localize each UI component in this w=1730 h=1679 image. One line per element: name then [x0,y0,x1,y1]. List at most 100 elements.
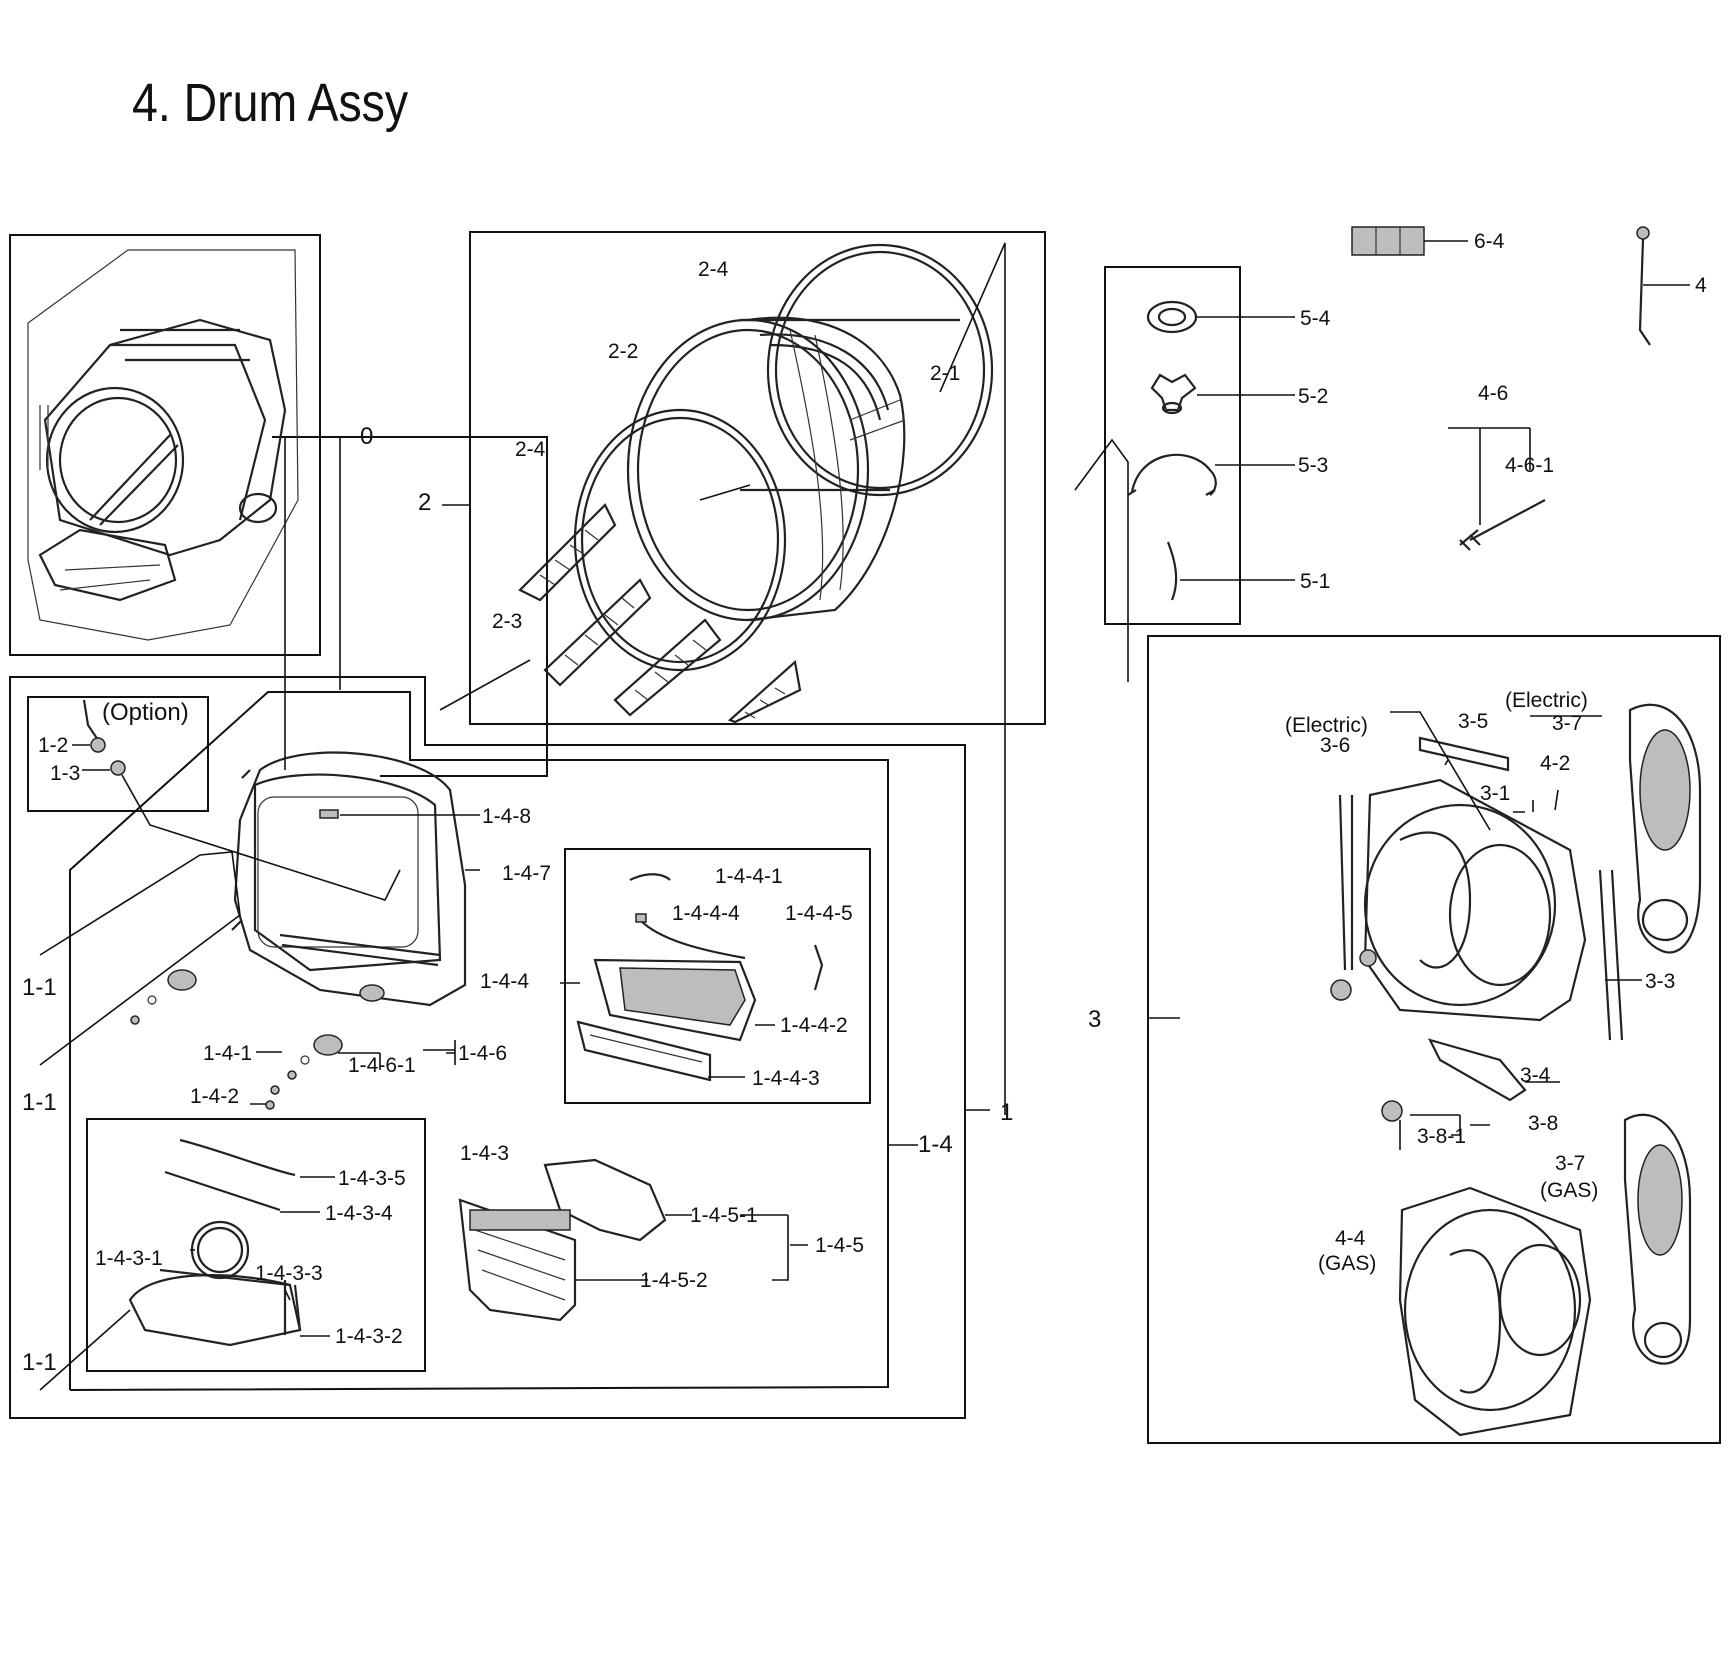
callout-3-1: 3-1 [1480,782,1510,805]
callout-2-4-b: 2-4 [515,438,546,461]
callout-1-4-8: 1-4-8 [482,805,531,828]
callout-1-4-3-2: 1-4-3-2 [335,1325,403,1348]
callout-5-3: 5-3 [1298,454,1328,477]
electric-label-a: (Electric) [1285,714,1368,737]
callout-1-4-5-2: 1-4-5-2 [640,1269,708,1292]
grille-1-4-4-3 [576,1020,712,1082]
callout-1-4-4-2: 1-4-4-2 [780,1014,848,1037]
callout-3-3: 3-3 [1645,970,1675,993]
callout-1-4-1: 1-4-1 [203,1042,252,1065]
callout-0: 0 [360,423,373,450]
callout-1-4-4-1: 1-4-4-1 [715,865,783,888]
callout-1-3: 1-3 [50,762,80,785]
leader-lines [284,437,990,1146]
frame-front-panel [69,691,889,1391]
callout-5-4: 5-4 [1300,307,1331,330]
frame-rear-assembly [1147,635,1721,1444]
ring-1-4-3-1 [190,1220,250,1280]
callout-2-1: 2-1 [930,362,960,385]
frame-drum [469,231,1046,725]
callout-3-7-b: 3-7 [1555,1152,1585,1175]
callout-2-4-a: 2-4 [698,258,729,281]
gas-label-a: (GAS) [1540,1179,1598,1202]
assembly-frames [9,231,1721,1444]
callout-4-4: 4-4 [1335,1227,1366,1250]
callout-2-3: 2-3 [492,610,522,633]
callout-4-2: 4-2 [1540,752,1570,775]
callout-3-5: 3-5 [1458,710,1488,733]
callout-4-6-1: 4-6-1 [1505,454,1554,477]
part-6-4 [1351,226,1425,256]
page-title: 4. Drum Assy [132,73,409,133]
callout-3-6: 3-6 [1320,734,1350,757]
callout-1-4-4-4: 1-4-4-4 [672,902,740,925]
callout-1: 1 [1000,1099,1013,1126]
lint-filter-parts [458,1158,808,1322]
strip-3-5 [1418,736,1510,772]
part-4 [1636,226,1650,240]
heater-duct-3-7 [1628,703,1702,954]
option-label: (Option) [102,699,189,726]
callout-1-1-c: 1-1 [22,1349,57,1376]
hose-kit-parts [1074,300,1295,682]
gas-label-b: (GAS) [1318,1252,1376,1275]
callout-2: 2 [418,489,431,516]
part-1-4-4-1 [629,873,671,881]
hose-5-1 [1166,541,1178,601]
frame-option [27,696,209,812]
filter-housing-parts [560,873,824,1082]
callout-1-4-3-5: 1-4-3-5 [338,1167,406,1190]
frame-hose-kit [1104,266,1241,625]
callout-1-4-3: 1-4-3 [460,1142,509,1165]
callout-5-2: 5-2 [1298,385,1328,408]
callout-1-4: 1-4 [918,1131,953,1158]
callout-1-1-a: 1-1 [22,974,57,1001]
complete-drum-assembly [27,249,299,641]
callout-3-8-1: 3-8-1 [1417,1125,1466,1148]
callout-labels: 0 1 2 3 4 1-1 1-1 1-1 1-2 1-3 (Option) 1… [22,230,1707,1376]
callout-1-4-3-3: 1-4-3-3 [255,1262,323,1285]
rear-panel-3-6 [1363,778,1587,1022]
callout-1-4-6-1: 1-4-6-1 [348,1054,416,1077]
front-panel-1-4-7 [233,751,467,1007]
strip-3-6 [1338,794,1354,971]
callout-1-1-b: 1-1 [22,1089,57,1116]
rear-assembly-parts [1148,703,1702,1437]
callout-1-4-5: 1-4-5 [815,1234,864,1257]
roller-3-8 [1381,1100,1403,1122]
callout-1-4-3-4: 1-4-3-4 [325,1202,393,1225]
frame-front-assembly [9,676,966,1419]
rear-panel-gas-4-4 [1398,1186,1592,1437]
heater-duct-gas-3-7 [1623,1113,1692,1365]
frame-filter-housing [564,848,871,1104]
part-3-4 [1427,1038,1527,1102]
drum-rear-seal [766,243,994,497]
drum-front-seal [573,408,787,672]
callout-3: 3 [1088,1006,1101,1033]
callout-5-1: 5-1 [1300,570,1330,593]
callout-1-4-5-1: 1-4-5-1 [690,1204,758,1227]
electric-label-b: (Electric) [1505,689,1588,712]
front-panel-parts [39,699,480,1391]
callout-1-4-7: 1-4-7 [502,862,551,885]
washer-5-4 [1146,300,1198,334]
callout-6-4: 6-4 [1474,230,1505,253]
sensor-1-2 [82,699,99,741]
part-1-3 [110,760,126,776]
duct-1-4-3-2 [128,1274,302,1347]
callout-1-4-3-1: 1-4-3-1 [95,1247,163,1270]
frame-duct [86,1118,426,1372]
roller-1-4-6 [167,969,197,991]
callout-1-4-4-3: 1-4-4-3 [752,1067,820,1090]
callout-4: 4 [1695,274,1707,297]
callout-2-2: 2-2 [608,340,638,363]
wire-1-4-4-4 [639,919,746,960]
callout-3-4: 3-4 [1520,1064,1551,1087]
gasket-1-4-3-5 [179,1138,296,1177]
hose-5-3 [1130,453,1217,496]
y-connector-5-2 [1150,373,1197,412]
callout-1-4-6: 1-4-6 [458,1042,507,1065]
drum-body [626,318,870,622]
spring-1-4-4-5 [813,944,824,991]
